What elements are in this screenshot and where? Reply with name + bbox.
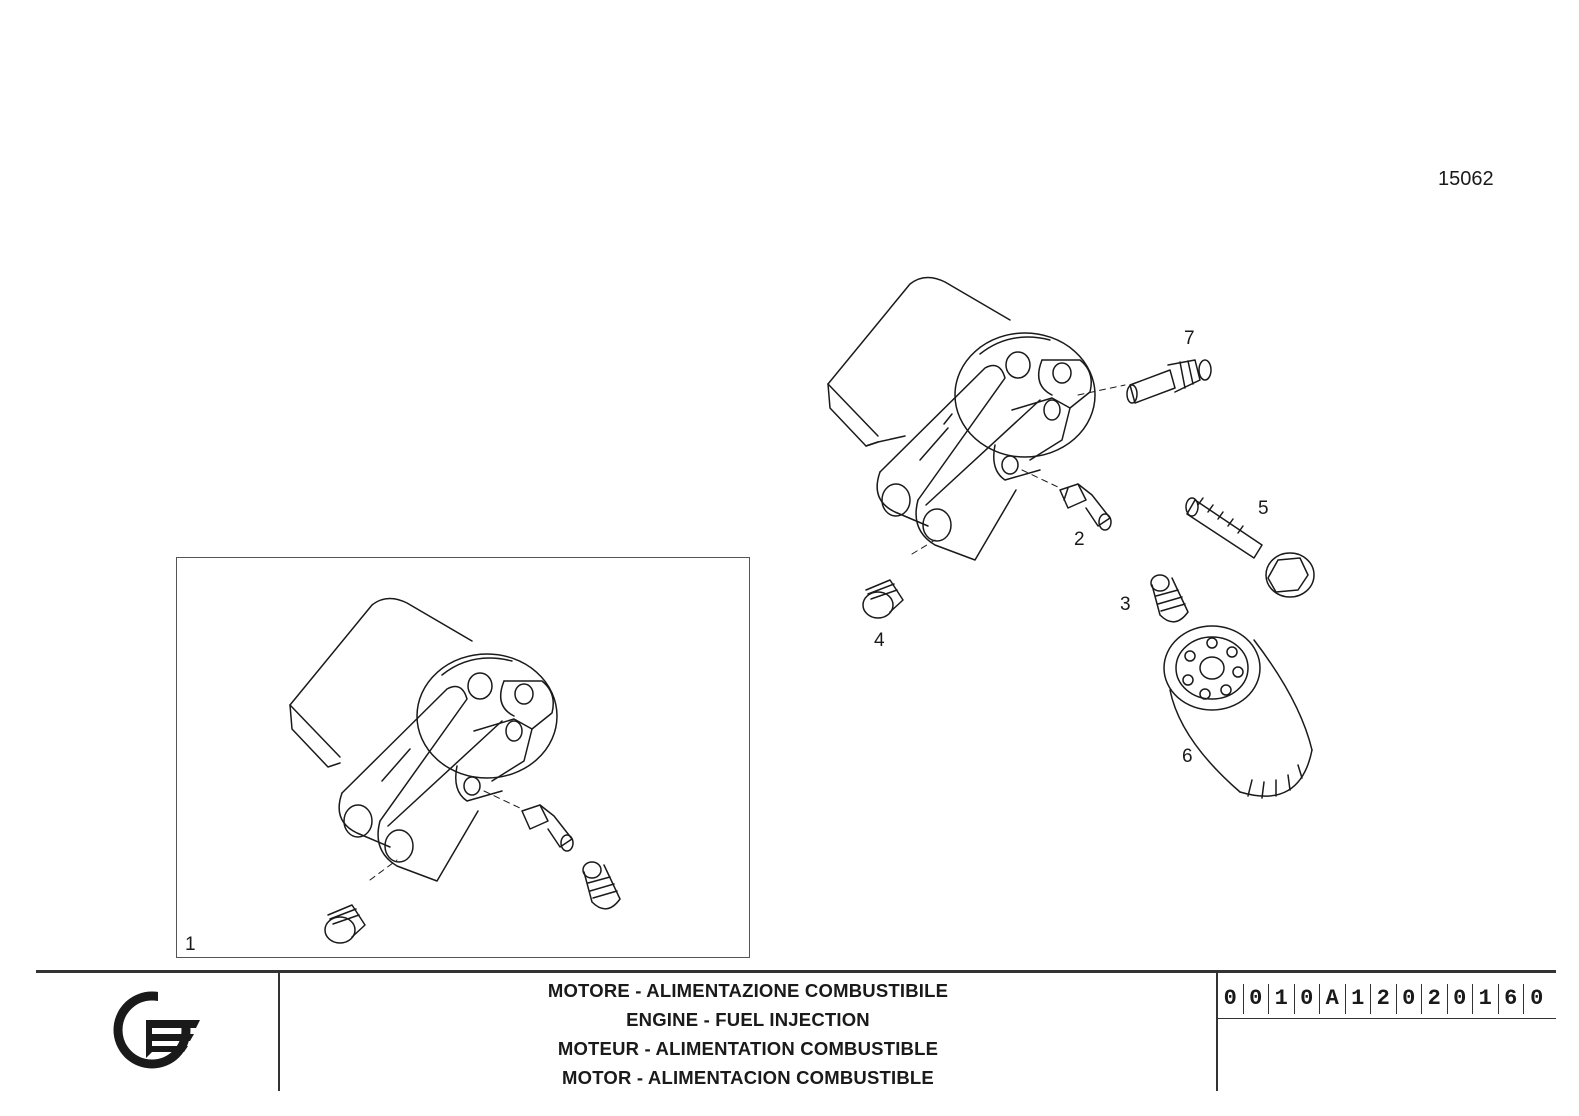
part-5-bolt bbox=[1185, 497, 1315, 598]
part-code-digit: 0 bbox=[1530, 986, 1544, 1011]
inset-plug-a bbox=[324, 904, 366, 944]
part-3-plug bbox=[1150, 574, 1189, 623]
title-french: MOTEUR - ALIMENTATION COMBUSTIBLE bbox=[557, 1038, 939, 1059]
part-code-digit: 1 bbox=[1473, 984, 1499, 1014]
part-4-plug bbox=[862, 579, 904, 619]
callout-4: 4 bbox=[874, 630, 885, 651]
part-code-digit: A bbox=[1320, 984, 1346, 1014]
part-code-digit: 0 bbox=[1295, 984, 1320, 1014]
callout-6: 6 bbox=[1182, 746, 1193, 767]
part-code: 0 0 1 0 A 1 2 0 2 0 1 6 0 bbox=[1218, 984, 1550, 1014]
part-code-digit: 6 bbox=[1499, 984, 1524, 1014]
inset-frame bbox=[176, 557, 750, 958]
part-7-fitting bbox=[1126, 359, 1212, 404]
inset-nipple bbox=[521, 804, 574, 852]
brand-logo-icon bbox=[113, 990, 202, 1069]
inset-plug-b bbox=[582, 861, 621, 910]
filter-head-main bbox=[827, 276, 1096, 561]
part-2-nipple bbox=[1059, 483, 1112, 531]
part-code-digit: 0 bbox=[1218, 984, 1244, 1014]
callout-5: 5 bbox=[1258, 498, 1269, 519]
part-code-digit: 2 bbox=[1371, 984, 1397, 1014]
part-code-digit: 0 bbox=[1448, 984, 1473, 1014]
callout-7: 7 bbox=[1184, 328, 1195, 349]
part-code-digit: 0 bbox=[1244, 984, 1269, 1014]
exploded-view-drawing bbox=[289, 276, 1315, 944]
title-block-divider-left bbox=[278, 973, 280, 1091]
title-spanish: MOTOR - ALIMENTACION COMBUSTIBLE bbox=[562, 1067, 934, 1088]
part-6-filter bbox=[1163, 625, 1313, 799]
drawing-titles: MOTORE - ALIMENTAZIONE COMBUSTIBILE ENGI… bbox=[280, 976, 1216, 1092]
callout-1: 1 bbox=[185, 934, 196, 955]
title-block-top-rule bbox=[36, 970, 1556, 973]
title-italian: MOTORE - ALIMENTAZIONE COMBUSTIBILE bbox=[547, 980, 949, 1001]
inset-filter-head bbox=[289, 597, 558, 882]
drawing-reference-number: 15062 bbox=[1438, 168, 1494, 190]
part-code-digit: 2 bbox=[1422, 984, 1448, 1014]
callout-2: 2 bbox=[1074, 529, 1085, 550]
part-code-digit: 0 bbox=[1397, 984, 1422, 1014]
part-code-digit: 1 bbox=[1269, 984, 1295, 1014]
part-code-digit: 1 bbox=[1346, 984, 1371, 1014]
title-block-divider-right bbox=[1216, 973, 1218, 1091]
part-code-underline bbox=[1218, 1018, 1556, 1019]
callout-3: 3 bbox=[1120, 594, 1131, 615]
title-block: MOTORE - ALIMENTAZIONE COMBUSTIBILE ENGI… bbox=[36, 970, 1556, 1116]
title-english: ENGINE - FUEL INJECTION bbox=[626, 1009, 870, 1030]
